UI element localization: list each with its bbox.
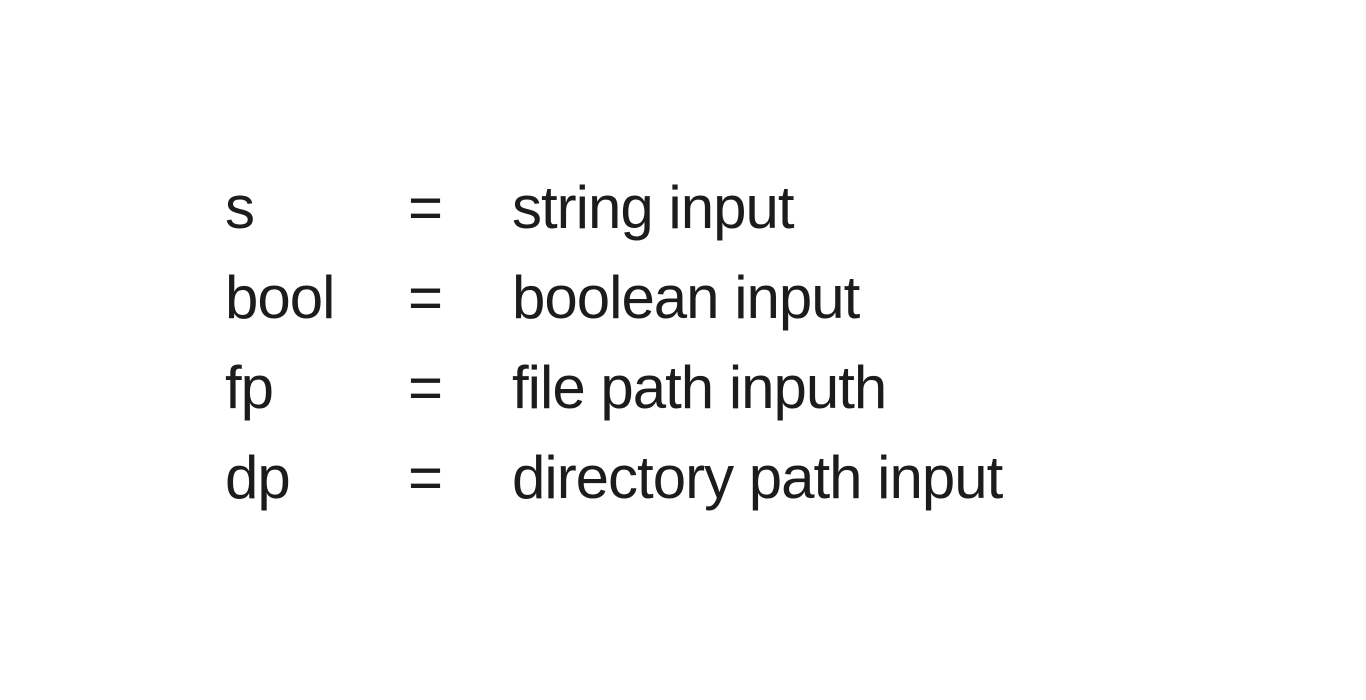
abbreviation: dp xyxy=(225,443,291,511)
equals-sign: = xyxy=(408,263,443,331)
definition-row: dp = directory path input xyxy=(225,432,1003,522)
abbreviation: fp xyxy=(225,353,274,421)
abbreviation-legend: s = string input bool = boolean input fp… xyxy=(225,162,1003,522)
equals-sign: = xyxy=(408,443,443,511)
definition-text: file path inputh xyxy=(512,353,887,421)
definition-text: directory path input xyxy=(512,443,1003,511)
definition-row: fp = file path inputh xyxy=(225,342,1002,432)
definition-text: string input xyxy=(512,173,794,241)
definition-row: bool = boolean input xyxy=(225,252,1002,342)
equals-sign: = xyxy=(408,353,443,421)
equals-sign: = xyxy=(408,173,443,241)
definition-row: s = string input xyxy=(225,162,1002,252)
definition-text: boolean input xyxy=(512,263,860,331)
abbreviation: bool xyxy=(225,263,335,331)
abbreviation: s xyxy=(225,173,255,241)
